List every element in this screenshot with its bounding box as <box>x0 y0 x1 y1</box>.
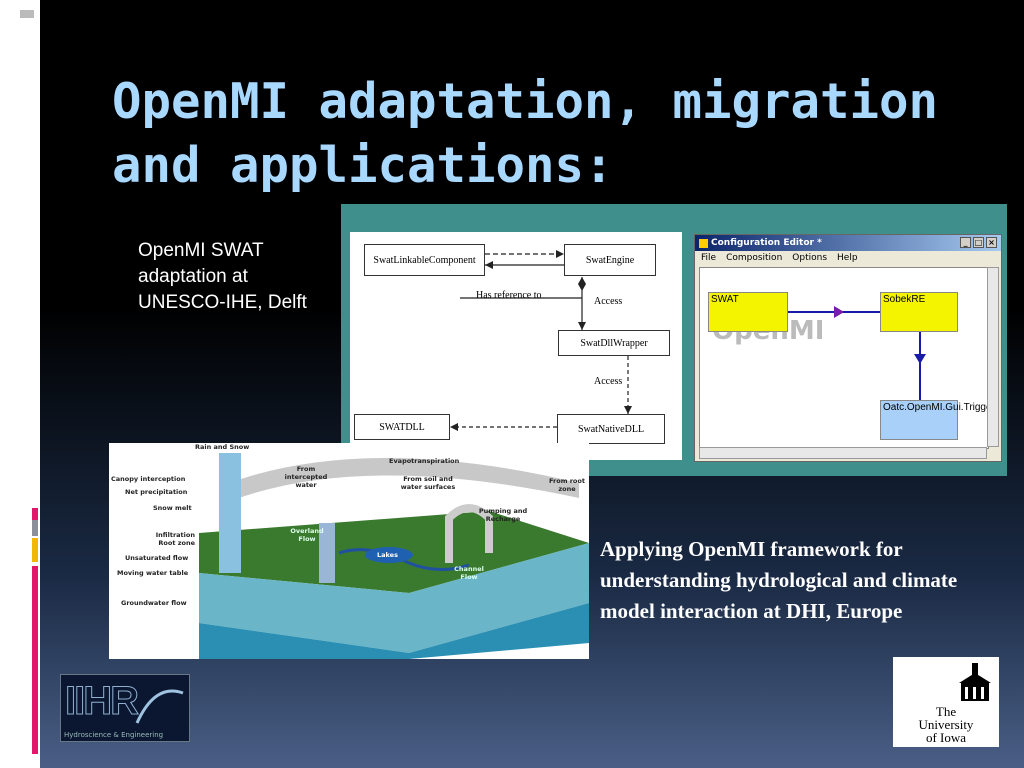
iihr-logo-text: IIHR <box>65 679 140 724</box>
label-channel: Channel Flow <box>454 565 484 581</box>
accent-bar-top <box>20 10 34 18</box>
label-net-precip: Net precipitation <box>125 488 188 496</box>
swat-caption: OpenMI SWAT adaptation at UNESCO-IHE, De… <box>138 240 307 313</box>
uml-box-linkable: SwatLinkableComponent <box>364 244 485 276</box>
node-trigger[interactable]: Oatc.OpenMI.Gui.Trigger <box>880 400 988 440</box>
config-editor-titlebar: Configuration Editor * _ □ × <box>695 235 1001 251</box>
label-rain-snow: Rain and Snow <box>195 443 250 451</box>
label-pumping: Pumping and Recharge <box>478 507 528 523</box>
uiowa-line-3: of Iowa <box>925 730 967 745</box>
label-snow-melt: Snow melt <box>153 504 192 512</box>
uml-box-engine: SwatEngine <box>564 244 656 276</box>
accent-bar-pink <box>32 566 38 754</box>
uml-box-nativedll: SwatNativeDLL <box>557 414 665 444</box>
menu-file[interactable]: File <box>701 253 717 263</box>
config-editor-window: Configuration Editor * _ □ × File Compos… <box>694 234 1002 462</box>
old-capitol-icon <box>959 663 991 701</box>
label-unsat-flow: Unsaturated flow <box>125 554 189 562</box>
label-lakes: Lakes <box>377 551 398 559</box>
accent-bar-yellow <box>32 538 38 562</box>
iihr-logo-subtitle: Hydroscience & Engineering <box>64 731 164 739</box>
composition-canvas[interactable]: OpenMI SWAT SobekRE Oatc.OpenMI.Gui.Trig… <box>699 267 989 449</box>
close-button[interactable]: × <box>986 237 997 248</box>
uml-diagram: SwatLinkableComponent SwatEngine SwatDll… <box>350 232 682 460</box>
label-canopy: Canopy interception <box>111 475 186 483</box>
hydrology-illustration <box>199 453 589 659</box>
uml-box-dllwrapper: SwatDllWrapper <box>558 330 670 356</box>
iihr-logo: IIHR Hydroscience & Engineering <box>60 674 190 742</box>
menu-help[interactable]: Help <box>837 253 858 263</box>
iihr-wave-icon <box>135 689 184 724</box>
window-app-icon <box>699 238 708 248</box>
menu-bar: File Composition Options Help <box>695 251 1001 265</box>
uiowa-line-2: University <box>918 717 974 732</box>
horizontal-scrollbar[interactable] <box>699 447 987 459</box>
slide-title: OpenMI adaptation, migration and applica… <box>112 73 939 194</box>
label-water-table: Moving water table <box>117 569 189 577</box>
accent-bar-gray <box>32 520 38 536</box>
uml-connectors <box>450 250 632 431</box>
university-of-iowa-logo: The University of Iowa <box>893 657 999 747</box>
label-overland: Overland Flow <box>290 527 324 543</box>
hydrology-diagram: Rain and Snow Canopy interception Net pr… <box>109 443 589 659</box>
menu-options[interactable]: Options <box>792 253 828 263</box>
label-root-zone: From root zone <box>549 477 585 493</box>
window-title: Configuration Editor * <box>711 238 822 248</box>
minimize-button[interactable]: _ <box>960 237 971 248</box>
label-groundwater: Groundwater flow <box>121 599 187 607</box>
uml-label-access-2: Access <box>594 376 623 387</box>
label-infiltration: Infiltration Root zone <box>155 531 195 547</box>
node-swat[interactable]: SWAT <box>708 292 788 332</box>
accent-bar-pink-top <box>32 508 38 520</box>
uml-label-reference: Has reference to <box>476 290 542 301</box>
dhi-caption: Applying OpenMI framework for understand… <box>600 537 958 623</box>
uml-box-swatdll: SWATDLL <box>354 414 450 440</box>
left-decor-strip <box>0 0 40 768</box>
label-evapotranspiration: Evapotranspiration <box>389 457 460 465</box>
uml-label-access-1: Access <box>594 296 623 307</box>
label-soil-water: From soil and water surfaces <box>400 475 456 491</box>
node-sobekre[interactable]: SobekRE <box>880 292 958 332</box>
menu-composition[interactable]: Composition <box>726 253 783 263</box>
label-intercepted: From intercepted water <box>284 465 328 489</box>
link-arrows <box>788 306 926 400</box>
uiowa-line-1: The <box>935 704 957 719</box>
vertical-scrollbar[interactable] <box>987 267 999 447</box>
maximize-button[interactable]: □ <box>973 237 984 248</box>
